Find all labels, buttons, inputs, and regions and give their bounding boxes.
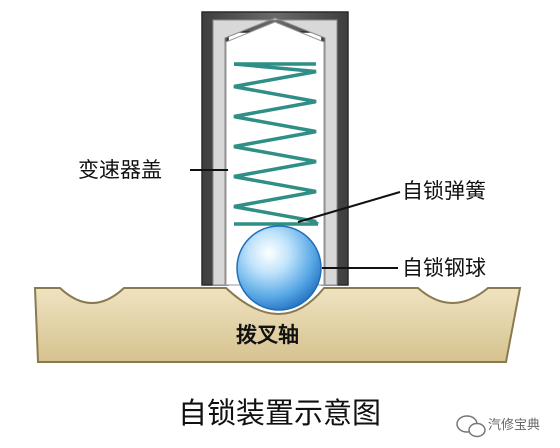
housing-inner-wall (212, 17, 338, 286)
watermark-text: 汽修宝典 (488, 418, 541, 433)
spring-coil (233, 62, 319, 226)
wechat-icon (456, 415, 486, 438)
label-gearbox-cover: 变速器盖 (78, 158, 162, 182)
leader-line-spring (297, 191, 401, 223)
shaft-body (33, 287, 522, 363)
label-lock-spring: 自锁弹簧 (402, 179, 486, 203)
label-lock-ball: 自锁钢球 (402, 256, 486, 280)
diagram-caption: 自锁装置示意图 (178, 396, 382, 430)
steel-ball (236, 225, 322, 311)
label-shift-shaft: 拨叉轴 (236, 323, 299, 347)
